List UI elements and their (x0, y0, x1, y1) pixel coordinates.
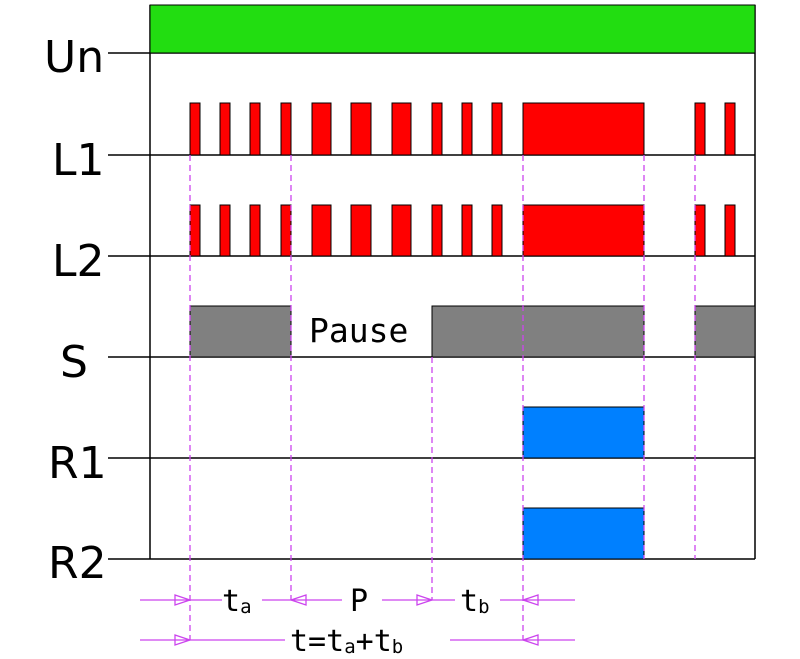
l1-pulse (694, 102, 706, 156)
label-l2: L2 (52, 236, 105, 287)
l2-pulse (280, 204, 292, 257)
r1-output (522, 406, 645, 459)
annotation-ta: ta (222, 584, 252, 619)
s-block (189, 305, 292, 358)
label-l1: L1 (52, 135, 105, 186)
arrow-right-icon (174, 634, 193, 646)
s-blocks (189, 305, 756, 358)
annotation-p: P (350, 584, 368, 619)
s-block (431, 305, 645, 358)
l2-pulse (724, 204, 736, 257)
l1-pulse (491, 102, 503, 156)
l1-pulse (189, 102, 201, 156)
annotation-tb: tb (460, 584, 490, 619)
arrow-left-icon (520, 634, 539, 646)
l1-pulse (280, 102, 292, 156)
label-un: Un (44, 32, 104, 83)
l1-pulses (189, 102, 736, 156)
l1-pulse-long (522, 102, 645, 156)
label-r1: R1 (48, 438, 107, 489)
l1-pulse (350, 102, 372, 156)
l1-pulse (249, 102, 261, 156)
l2-pulse (350, 204, 372, 257)
l2-pulse (311, 204, 332, 257)
arrow-left-icon (288, 594, 307, 606)
l2-pulse (219, 204, 231, 257)
guide-lines (189, 155, 696, 640)
l1-pulse (431, 102, 443, 156)
l2-pulse (249, 204, 261, 257)
supply-bar (149, 4, 756, 54)
l1-pulse (391, 102, 412, 156)
dimension-arrows (174, 594, 539, 646)
diagram-frame (108, 5, 756, 560)
arrow-right-icon (416, 594, 435, 606)
l2-pulses (189, 204, 736, 257)
l2-pulse (491, 204, 503, 257)
l2-pulse (461, 204, 473, 257)
arrow-right-icon (174, 594, 193, 606)
label-r2: R2 (48, 538, 107, 589)
l2-pulse (431, 204, 443, 257)
arrow-left-icon (520, 594, 539, 606)
l2-pulse (391, 204, 412, 257)
l2-pulse (694, 204, 706, 257)
annotation-total: t=ta+tb (290, 624, 403, 659)
l1-pulse (461, 102, 473, 156)
l1-pulse (724, 102, 736, 156)
pause-label: Pause (309, 311, 408, 350)
s-block (694, 305, 756, 358)
l2-pulse-long (522, 204, 645, 257)
l1-pulse (219, 102, 231, 156)
label-s: S (60, 337, 88, 388)
r2-output (522, 507, 645, 560)
l1-pulse (311, 102, 332, 156)
l2-pulse (189, 204, 201, 257)
